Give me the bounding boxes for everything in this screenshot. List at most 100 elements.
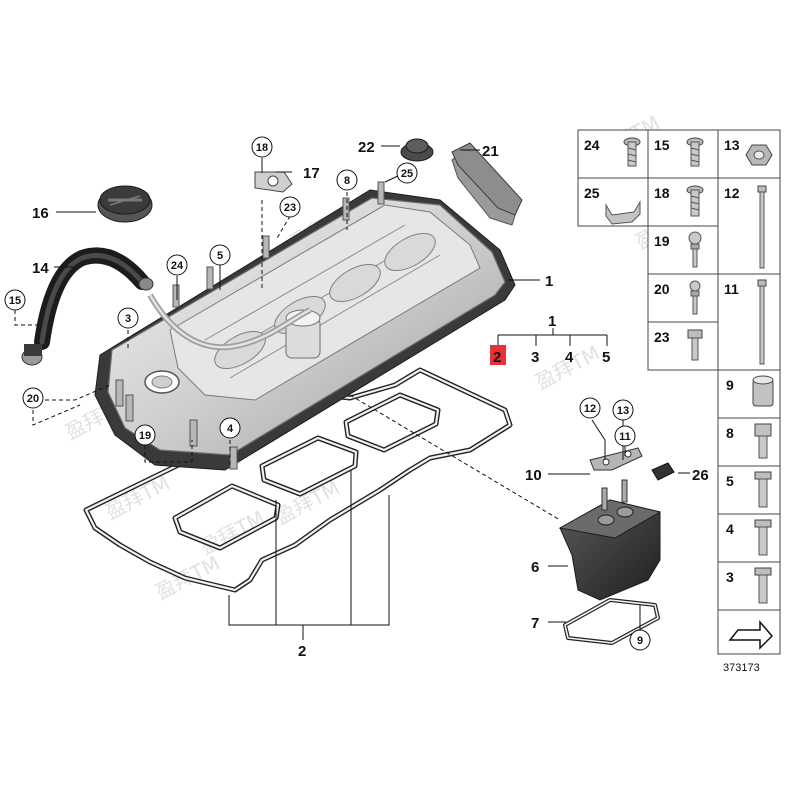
circled-callout-8: 8 (336, 169, 358, 191)
table-label-19: 19 (654, 233, 670, 249)
svg-text:25: 25 (401, 168, 413, 180)
diagram-number: 373173 (723, 662, 760, 674)
callout-2: 2 (298, 643, 306, 660)
callout-16: 16 (32, 205, 49, 222)
oil-filler-cap (97, 185, 153, 223)
cylinder-head-cover (94, 144, 521, 471)
callout-1-tree: 1 (548, 313, 556, 330)
housing-gasket-7 (563, 598, 660, 645)
table-label-24: 24 (584, 137, 600, 153)
table-cell (647, 129, 719, 179)
screw-icon (623, 137, 641, 167)
bolt-icon (754, 567, 772, 604)
sleeve-icon (752, 375, 774, 407)
table-label-9: 9 (726, 377, 734, 393)
connector-26 (651, 462, 675, 481)
callouts: 16 14 17 22 21 1 1 2 3 4 5 10 26 6 7 2 1… (4, 136, 709, 660)
circled-callout-9: 9 (629, 629, 651, 651)
callout-14: 14 (32, 260, 49, 277)
circled-callout-5: 5 (209, 244, 231, 266)
grommet-22 (400, 138, 434, 162)
circled-callout-19: 19 (134, 424, 156, 446)
svg-text:24: 24 (171, 260, 184, 272)
table-label-25: 25 (584, 185, 600, 201)
svg-text:8: 8 (344, 175, 350, 187)
housing-bracket-10 (589, 447, 643, 471)
screw-icon (686, 137, 704, 167)
svg-text:18: 18 (256, 142, 268, 154)
table-label-23: 23 (654, 329, 670, 345)
nut-icon (745, 144, 773, 166)
callout-1: 1 (545, 273, 553, 290)
circled-callout-24: 24 (166, 254, 188, 276)
bolt-icon (754, 471, 772, 508)
callout-22: 22 (358, 139, 375, 156)
svg-text:12: 12 (584, 403, 596, 415)
table-cell (647, 321, 719, 371)
svg-text:5: 5 (217, 250, 223, 262)
svg-text:20: 20 (27, 393, 39, 405)
oil-separator-housing (558, 479, 662, 601)
svg-text:11: 11 (619, 431, 631, 443)
table-label-11: 11 (724, 281, 739, 297)
callout-6: 6 (531, 559, 539, 576)
callout-3-tree: 3 (531, 349, 539, 366)
table-label-8: 8 (726, 425, 734, 441)
bolt-icon (754, 519, 772, 556)
table-label-5: 5 (726, 473, 734, 489)
bolt-icon (687, 329, 703, 361)
highlight-box (490, 345, 506, 365)
callout-5-tree: 5 (602, 349, 610, 366)
ball-stud-icon (689, 280, 701, 315)
circled-callout-15: 15 (4, 289, 26, 311)
clip-icon (605, 200, 641, 225)
svg-text:9: 9 (637, 635, 643, 647)
svg-text:19: 19 (139, 430, 151, 442)
callout-4-tree: 4 (565, 349, 574, 366)
circled-callout-3: 3 (117, 307, 139, 329)
table-cell (647, 177, 719, 227)
watermark: 盈拜TM (271, 476, 344, 530)
table-label-4: 4 (726, 521, 734, 537)
bracket-21 (451, 142, 523, 216)
gasket-17 (254, 171, 293, 193)
callout-10: 10 (525, 467, 542, 484)
table-label-20: 20 (654, 281, 670, 297)
screw-icon (686, 185, 704, 217)
ball-stud-icon (688, 231, 702, 268)
svg-text:3: 3 (125, 313, 131, 325)
svg-text:4: 4 (227, 423, 234, 435)
table-label-3: 3 (726, 569, 734, 585)
callout-2-tree: 2 (493, 349, 501, 366)
breather-hose (21, 247, 154, 366)
long-bolt-icon (757, 185, 767, 269)
circled-callout-11: 11 (614, 425, 636, 447)
long-bolt-icon (757, 279, 767, 365)
callout-17: 17 (303, 165, 320, 182)
parts-table: 24 15 13 25 18 12 19 20 11 23 9 8 5 4 3 (577, 129, 781, 655)
callout-7: 7 (531, 615, 539, 632)
circled-callout-25: 25 (396, 162, 418, 184)
torx-bolt-icon (754, 423, 772, 459)
table-label-12: 12 (724, 185, 740, 201)
table-label-13: 13 (724, 137, 740, 153)
circled-callout-23: 23 (279, 196, 301, 218)
svg-text:15: 15 (9, 295, 21, 307)
circled-callout-18: 18 (251, 136, 273, 158)
svg-text:13: 13 (617, 405, 629, 417)
table-cell (647, 225, 719, 275)
callout-21: 21 (482, 143, 499, 160)
callout-26: 26 (692, 467, 709, 484)
table-cell (717, 177, 781, 275)
table-label-15: 15 (654, 137, 670, 153)
svg-text:23: 23 (284, 202, 296, 214)
circled-callout-12: 12 (579, 397, 601, 419)
circled-callout-13: 13 (612, 399, 634, 421)
valve-cover-gasket (83, 367, 513, 593)
table-label-18: 18 (654, 185, 670, 201)
circled-callout-4: 4 (219, 417, 241, 439)
direction-arrow-icon (728, 619, 774, 650)
circled-callout-20: 20 (22, 387, 44, 409)
watermark: 盈拜TM (196, 506, 269, 560)
